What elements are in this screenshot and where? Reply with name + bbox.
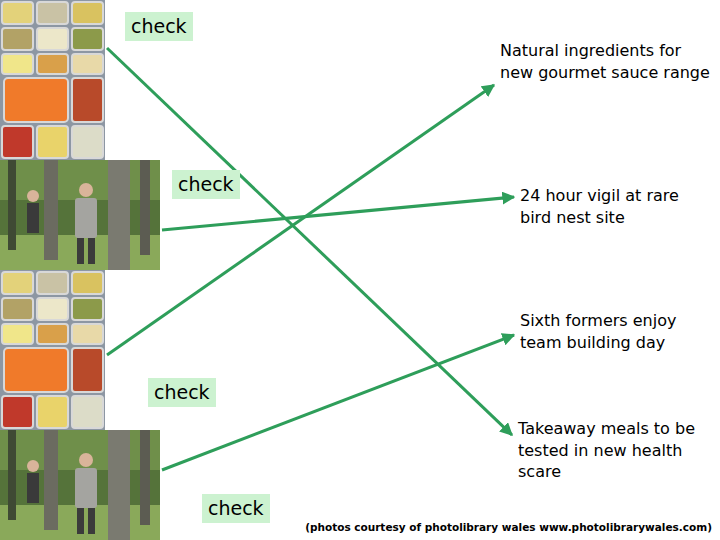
check-label: check (125, 12, 193, 41)
food-photo (0, 270, 105, 430)
headline-box: Takeaway meals to be tested in new healt… (518, 418, 714, 485)
connector-arrow (107, 85, 494, 355)
headline-text: 24 hour vigil at rare bird nest site (520, 185, 712, 228)
food-photo (0, 0, 105, 160)
check-label: check (148, 378, 216, 407)
headline-text: Natural ingredients for new gourmet sauc… (500, 40, 712, 83)
headline-box: Sixth formers enjoy team building day (520, 310, 712, 356)
headline-text: Takeaway meals to be tested in new healt… (518, 418, 714, 483)
forest-photo (0, 430, 160, 540)
photo-frame: check (0, 430, 160, 540)
photo-frame: check (0, 270, 105, 430)
photo-credit: (photos courtesy of photolibrary wales w… (305, 521, 712, 534)
connector-arrow (107, 48, 512, 435)
connector-arrow (162, 197, 514, 230)
headline-box: 24 hour vigil at rare bird nest site (520, 185, 712, 231)
photo-frame: check (0, 0, 105, 160)
headline-box: Natural ingredients for new gourmet sauc… (500, 40, 712, 86)
forest-photo (0, 160, 160, 270)
check-label: check (172, 170, 240, 199)
photo-frame: check (0, 160, 160, 270)
check-label: check (202, 494, 270, 523)
headline-text: Sixth formers enjoy team building day (520, 310, 712, 353)
